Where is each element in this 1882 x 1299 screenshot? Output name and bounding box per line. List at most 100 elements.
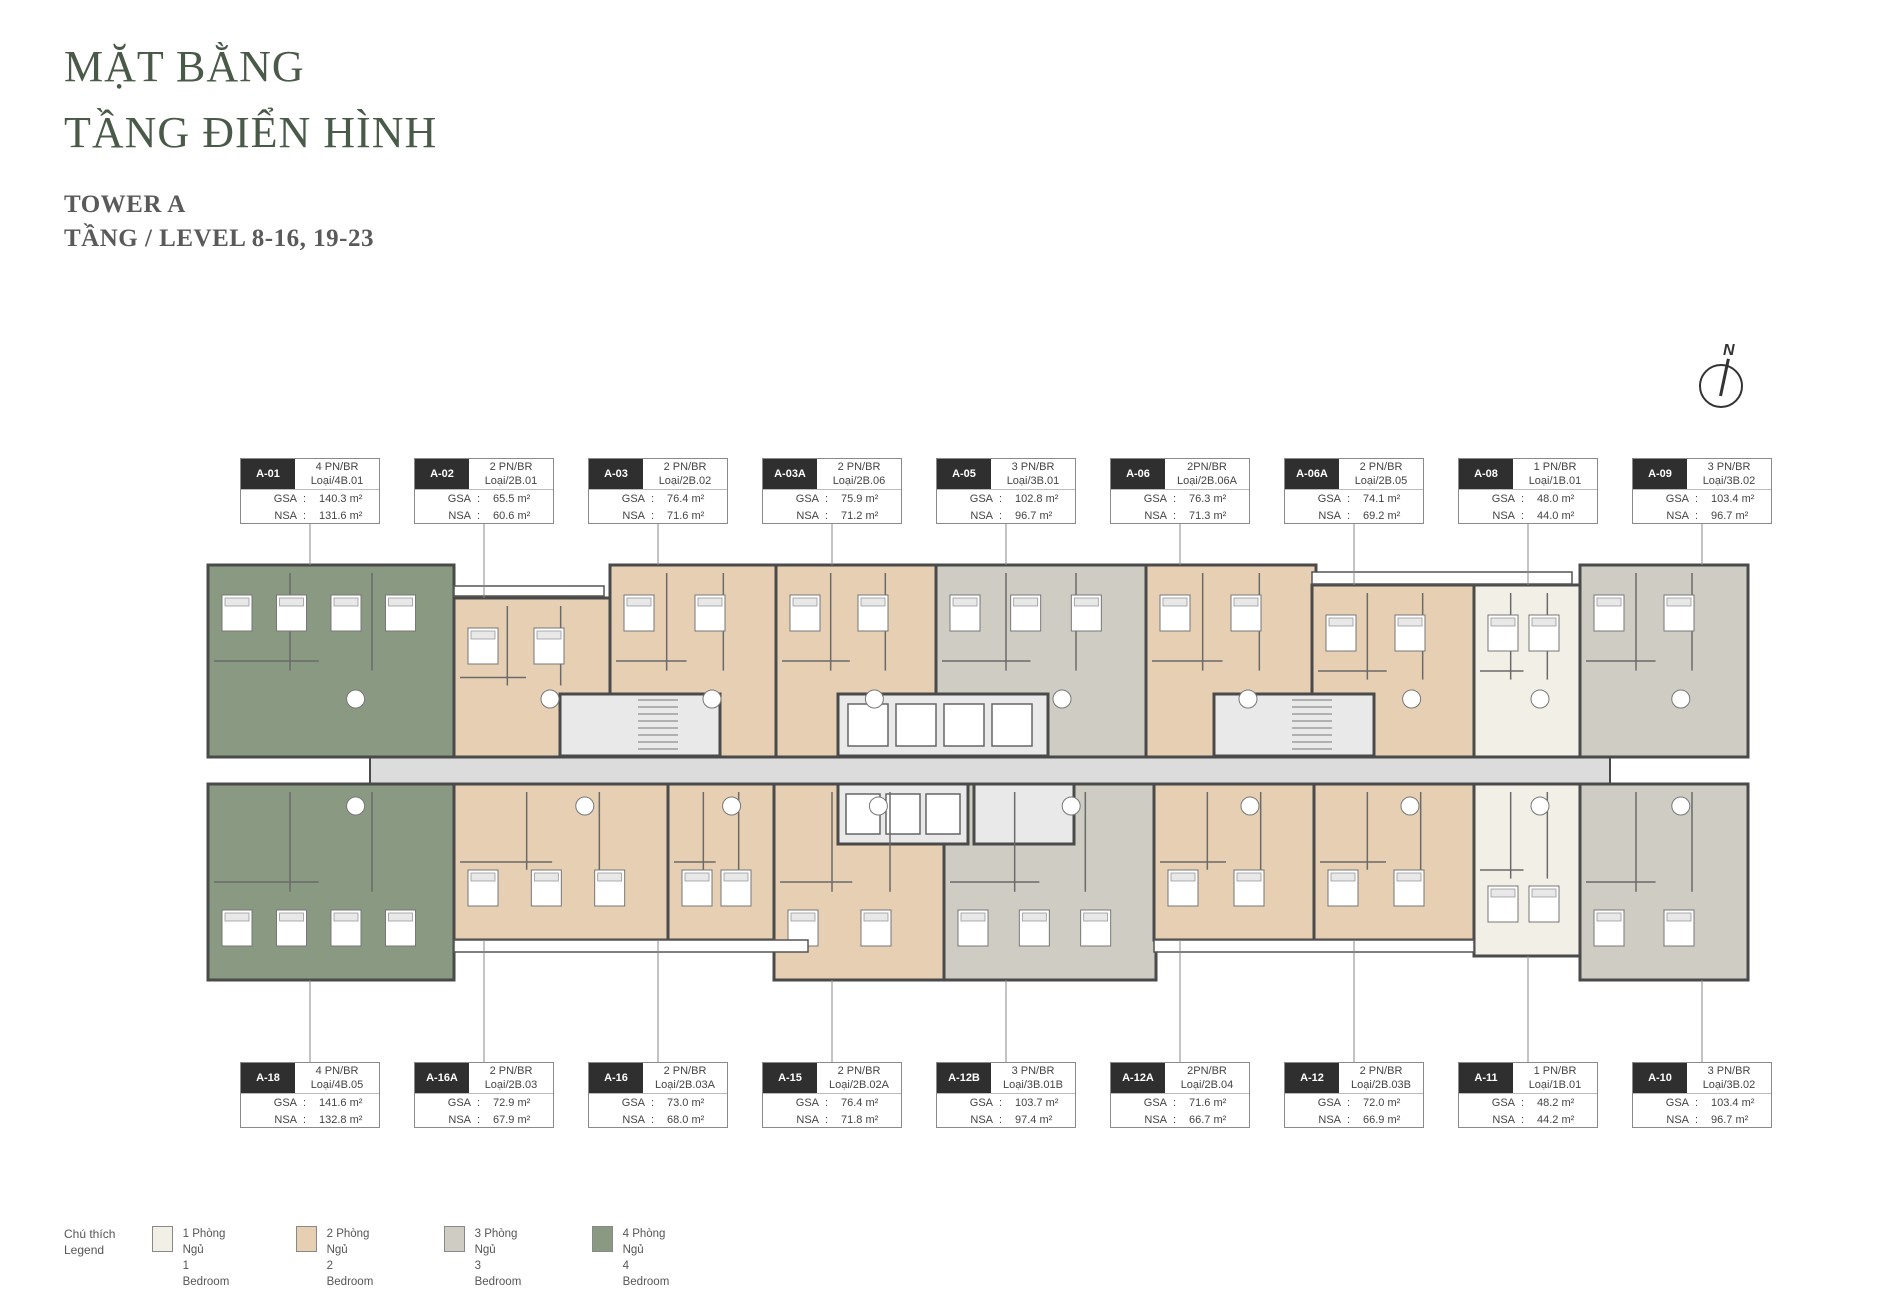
nsa-colon: : [1347, 509, 1351, 522]
pillow-icon [333, 597, 359, 607]
unit-type: Loại/2B.02A [829, 1079, 889, 1091]
gsa-row: GSA:74.1 m² [1285, 490, 1423, 507]
dining-table-icon [1052, 689, 1072, 709]
gsa-label: GSA [1665, 492, 1689, 505]
pillow-icon [1596, 597, 1622, 607]
unit-bedrooms: 2 PN/BR [663, 461, 707, 473]
nsa-colon: : [303, 509, 307, 522]
gsa-value: 48.2 m² [1537, 1096, 1575, 1109]
legend-label-vi: 2 Phòng Ngủ [326, 1228, 370, 1256]
nsa-colon: : [1521, 509, 1525, 522]
nsa-colon: : [825, 509, 829, 522]
balcony [453, 585, 605, 597]
nsa-row: NSA:44.2 m² [1459, 1111, 1597, 1128]
nsa-label: NSA [1318, 1113, 1341, 1126]
dining-table-icon [1400, 796, 1420, 816]
legend-swatch-1br [152, 1226, 173, 1252]
unit-code: A-11 [1459, 1063, 1513, 1093]
unit-type-block: 2PN/BR Loại/2B.04 [1165, 1063, 1249, 1093]
legend-label-en: 1 Bedroom [182, 1260, 230, 1288]
unit-bedrooms: 4 PN/BR [315, 1065, 359, 1077]
nsa-row: NSA:96.7 m² [1633, 1111, 1771, 1128]
dining-table-icon [1402, 689, 1422, 709]
pillow-icon [388, 912, 413, 922]
gsa-label: GSA [621, 1096, 645, 1109]
nsa-colon: : [303, 1113, 307, 1126]
gsa-row: GSA:76.3 m² [1111, 490, 1249, 507]
nsa-value: 71.2 m² [841, 509, 879, 522]
nsa-label: NSA [622, 1113, 645, 1126]
nsa-value: 71.8 m² [841, 1113, 879, 1126]
elevator-shaft [895, 703, 937, 747]
nsa-colon: : [1173, 509, 1177, 522]
pillow-icon [626, 597, 652, 607]
gsa-row: GSA:73.0 m² [589, 1094, 727, 1111]
subtitle: TOWER A TẦNG / LEVEL 8-16, 19-23 [64, 188, 374, 256]
unit-type: Loại/2B.06A [1177, 475, 1237, 487]
nsa-value: 68.0 m² [667, 1113, 705, 1126]
gsa-value: 48.0 m² [1537, 492, 1575, 505]
nsa-label: NSA [1144, 1113, 1167, 1126]
unit-code: A-03 [589, 459, 643, 489]
gsa-label: GSA [795, 1096, 819, 1109]
nsa-label: NSA [1144, 509, 1167, 522]
gsa-label: GSA [969, 1096, 993, 1109]
gsa-colon: : [477, 1096, 481, 1109]
legend-label-en: 4 Bedroom [622, 1260, 670, 1288]
pillow-icon [1666, 597, 1692, 607]
nsa-row: NSA:60.6 m² [415, 507, 553, 524]
unit-type: Loại/2B.04 [1180, 1079, 1234, 1091]
gsa-colon: : [1695, 1096, 1699, 1109]
gsa-colon: : [999, 1096, 1003, 1109]
pillow-icon [533, 872, 559, 882]
nsa-value: 132.8 m² [319, 1113, 363, 1126]
unit-type: Loại/2B.03B [1351, 1079, 1411, 1091]
pillow-icon [1490, 617, 1516, 627]
dining-table-icon [868, 796, 888, 816]
nsa-row: NSA:96.7 m² [1633, 507, 1771, 524]
title-line-2: TẦNG ĐIỂN HÌNH [64, 108, 438, 157]
pillow-icon [1666, 912, 1692, 922]
gsa-row: GSA:76.4 m² [589, 490, 727, 507]
pillow-icon [860, 597, 886, 607]
dining-table-icon [1238, 689, 1258, 709]
gsa-value: 74.1 m² [1363, 492, 1401, 505]
gsa-label: GSA [447, 492, 471, 505]
pillow-icon [1490, 888, 1516, 898]
pillow-icon [863, 912, 889, 922]
nsa-value: 71.6 m² [667, 509, 705, 522]
pillow-icon [1236, 872, 1262, 882]
nsa-label: NSA [796, 509, 819, 522]
nsa-colon: : [651, 509, 655, 522]
nsa-colon: : [1521, 1113, 1525, 1126]
unit-type: Loại/2B.03A [655, 1079, 715, 1091]
nsa-value: 69.2 m² [1363, 509, 1401, 522]
unit-bedrooms: 2PN/BR [1187, 1065, 1227, 1077]
nsa-row: NSA:96.7 m² [937, 507, 1075, 524]
nsa-row: NSA:132.8 m² [241, 1111, 379, 1128]
unit-code: A-15 [763, 1063, 817, 1093]
pillow-icon [684, 872, 710, 882]
nsa-value: 71.3 m² [1189, 509, 1227, 522]
pillow-icon [1531, 888, 1557, 898]
nsa-label: NSA [622, 509, 645, 522]
gsa-value: 72.0 m² [1363, 1096, 1401, 1109]
gsa-colon: : [1347, 1096, 1351, 1109]
